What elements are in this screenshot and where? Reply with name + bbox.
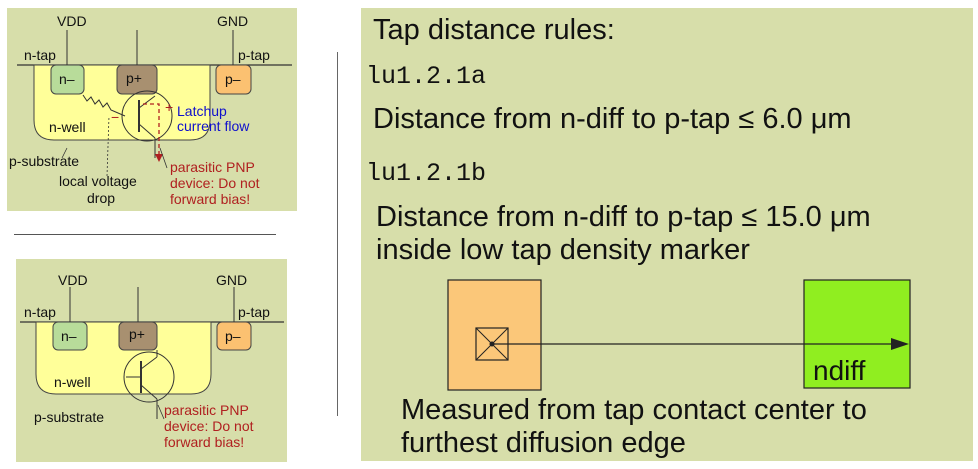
pnp-transistor-symbol: [121, 90, 173, 142]
ndiff-label: ndiff: [813, 355, 866, 386]
top-latchup-diagram: VDD GND n-tap p-tap n– p+ p– n-well + − …: [9, 13, 292, 207]
gnd-label: GND: [217, 13, 248, 29]
rule-a-text: Distance from n-diff to p-tap ≤ 6.0 μm: [373, 103, 852, 135]
ptap-label: p-tap: [238, 47, 270, 63]
vdd-label: VDD: [58, 272, 88, 288]
n-minus-label: n–: [59, 71, 75, 87]
vdd-label: VDD: [57, 13, 87, 29]
pnp-label-line3: forward bias!: [164, 434, 244, 450]
pnp-label-line1: parasitic PNP: [170, 159, 255, 175]
plus-sign: +: [165, 99, 173, 115]
p-plus-label: p+: [129, 326, 145, 342]
local-voltage-label-line2: drop: [87, 190, 115, 206]
latchup-label-line2: current flow: [177, 118, 250, 134]
n-minus-label: n–: [61, 328, 77, 344]
pnp-label-line2: device: Do not: [170, 175, 260, 191]
psubstrate-label: p-substrate: [9, 153, 79, 169]
ntap-label: n-tap: [24, 47, 56, 63]
latchup-label-line1: Latchup: [177, 103, 227, 119]
tap-box: [447, 279, 542, 391]
rule-a-id: lu1.2.1a: [366, 62, 487, 91]
rule-b-id: lu1.2.1b: [366, 159, 487, 188]
rule-b-text-line1: Distance from n-diff to p-tap ≤ 15.0 μm: [376, 201, 871, 233]
nwell-label: n-well: [54, 374, 91, 390]
psubstrate-label: p-substrate: [34, 409, 104, 425]
pnp-label-line3: forward bias!: [170, 191, 250, 207]
pnp-label-line2: device: Do not: [164, 418, 254, 434]
nwell-label: n-well: [49, 119, 86, 135]
rule-b-text-line2: inside low tap density marker: [376, 234, 750, 266]
well-resistor: [82, 94, 126, 117]
p-minus-label: p–: [225, 71, 241, 87]
vertical-divider: [337, 52, 338, 416]
left-divider: [14, 234, 276, 235]
ntap-label: n-tap: [24, 304, 56, 320]
latchup-current-arrow: [143, 103, 160, 156]
measure-note-line2: furthest diffusion edge: [401, 427, 686, 459]
pnp-label-line1: parasitic PNP: [164, 402, 249, 418]
minus-sign: −: [111, 109, 119, 125]
local-voltage-label-line1: local voltage: [59, 173, 137, 189]
gnd-label: GND: [216, 272, 247, 288]
p-plus-label: p+: [126, 70, 142, 86]
pnp-transistor-symbol: [123, 351, 175, 403]
ndiff-box: [803, 279, 911, 389]
p-minus-label: p–: [225, 328, 241, 344]
tap-distance-illustration: ndiff: [447, 279, 911, 391]
ptap-label: p-tap: [238, 304, 270, 320]
rules-heading: Tap distance rules:: [373, 14, 615, 46]
bottom-latchup-diagram: VDD GND n-tap p-tap n– p+ p– n-well p-su…: [20, 272, 284, 450]
measure-note-line1: Measured from tap contact center to: [401, 394, 867, 426]
